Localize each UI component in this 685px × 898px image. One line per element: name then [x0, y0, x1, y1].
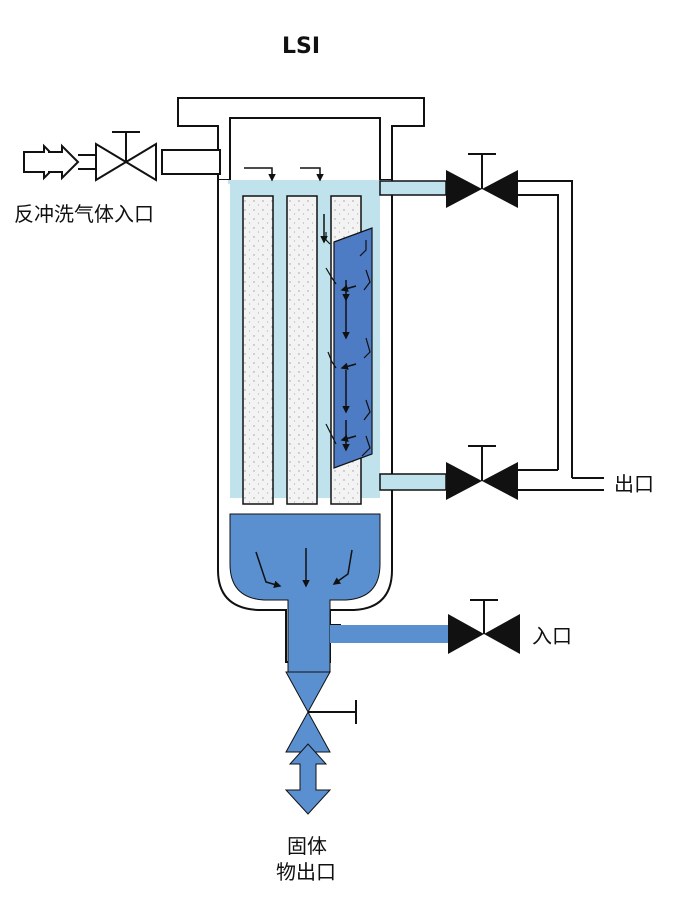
valve-icon [95, 131, 157, 182]
inlet-label: 入口 [532, 624, 572, 648]
flow-arrow-icon [255, 548, 353, 588]
filter-element [242, 195, 274, 505]
upper-outlet-pipe [379, 180, 573, 478]
lower-chamber [229, 513, 448, 673]
valve-icon [448, 599, 520, 654]
diagram-title: LSI [282, 34, 321, 59]
valve-icon [446, 153, 518, 208]
top-flange [177, 97, 425, 181]
outlet-label: 出口 [614, 472, 654, 496]
solids-discharge-valve [285, 671, 357, 753]
backwash-gas-inlet-label: 反冲洗气体入口 [14, 202, 154, 226]
gas-inlet-pipe [161, 149, 221, 175]
hollow-arrow-icon [284, 743, 332, 815]
flow-arrow-icon [244, 167, 357, 452]
filter-element [286, 195, 318, 505]
lower-outlet-pipe [379, 469, 604, 491]
solids-outlet-label-line2: 物出口 [276, 860, 336, 884]
hollow-arrow-icon [23, 143, 96, 181]
solids-outlet-label-line1: 固体 [287, 834, 327, 858]
valve-icon [446, 445, 518, 500]
